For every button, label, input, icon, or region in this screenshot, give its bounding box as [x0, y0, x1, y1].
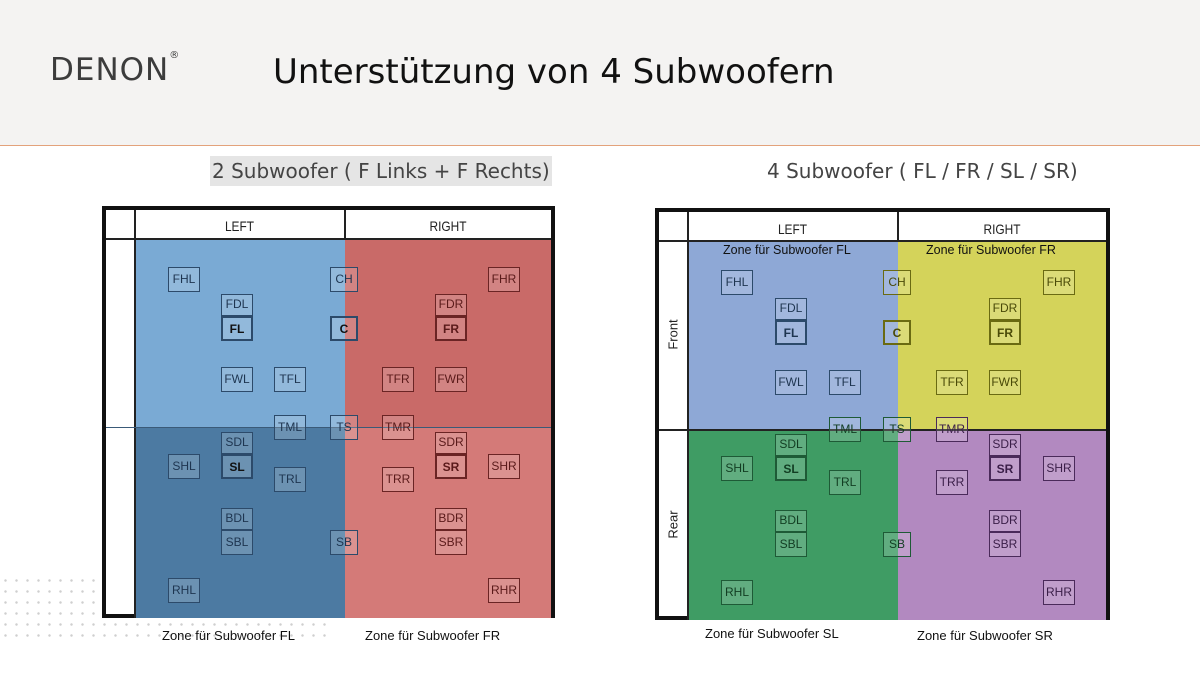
zone-fl: [688, 240, 898, 430]
speaker-FWL: FWL: [775, 370, 807, 395]
denon-logo: DENON®: [50, 50, 181, 88]
speaker-TFR: TFR: [382, 367, 414, 392]
speaker-SDR: SDR: [989, 434, 1021, 456]
speaker-SB: SB: [330, 530, 358, 555]
speaker-SHR: SHR: [1043, 456, 1075, 481]
speaker-SDL: SDL: [775, 434, 807, 456]
right-header: RIGHT: [983, 221, 1021, 237]
speaker-FHR: FHR: [488, 267, 520, 292]
speaker-RHL: RHL: [721, 580, 753, 605]
speaker-FDL: FDL: [775, 298, 807, 320]
speaker-SL: SL: [775, 456, 807, 481]
speaker-SBL: SBL: [775, 532, 807, 557]
header-bar: DENON® Unterstützung von 4 Subwoofern: [0, 0, 1200, 146]
diagram1-zone-label-fl: Zone für Subwoofer FL: [162, 628, 295, 643]
speaker-TMR: TMR: [936, 417, 968, 442]
right-header: RIGHT: [429, 218, 467, 234]
zone-front-right: [345, 238, 551, 428]
speaker-FDL: FDL: [221, 294, 253, 316]
front-label: Front: [665, 319, 681, 350]
speaker-SHL: SHL: [721, 456, 753, 481]
diagram2-zone-label-sr: Zone für Subwoofer SR: [917, 628, 1053, 643]
speaker-SBR: SBR: [435, 530, 467, 555]
zone-label-fr: Zone für Subwoofer FR: [926, 243, 1056, 257]
speaker-C: C: [330, 316, 358, 341]
speaker-layout-2-subwoofer: LEFT RIGHT FHL CH FHR FDL FDR FL C FR FW…: [102, 206, 555, 618]
speaker-FR: FR: [989, 320, 1021, 345]
speaker-RHL: RHL: [168, 578, 200, 603]
speaker-TRR: TRR: [382, 467, 414, 492]
speaker-FWL: FWL: [221, 367, 253, 392]
speaker-TS: TS: [883, 417, 911, 442]
speaker-CH: CH: [330, 267, 358, 292]
header-divider: [106, 238, 551, 240]
speaker-FR: FR: [435, 316, 467, 341]
speaker-SB: SB: [883, 532, 911, 557]
speaker-FWR: FWR: [435, 367, 467, 392]
speaker-FDR: FDR: [989, 298, 1021, 320]
zone-front-left: [135, 238, 345, 428]
diagram1-subtitle: 2 Subwoofer ( F Links + F Rechts): [210, 156, 552, 186]
speaker-TRL: TRL: [274, 467, 306, 492]
zone-fr: [898, 240, 1106, 430]
center-divider: [897, 212, 899, 240]
zone-rear-left: [135, 428, 345, 618]
speaker-TMR: TMR: [382, 415, 414, 440]
speaker-SR: SR: [435, 454, 467, 479]
diagram1-zone-label-fr: Zone für Subwoofer FR: [365, 628, 501, 643]
speaker-layout-4-subwoofer: LEFT RIGHT Front Rear Zone für Subwoofer…: [655, 208, 1110, 620]
speaker-BDR: BDR: [989, 510, 1021, 532]
left-header: LEFT: [224, 218, 255, 234]
speaker-TRL: TRL: [829, 470, 861, 495]
speaker-TFL: TFL: [829, 370, 861, 395]
zone-label-fl: Zone für Subwoofer FL: [723, 243, 851, 257]
speaker-FHL: FHL: [168, 267, 200, 292]
speaker-SR: SR: [989, 456, 1021, 481]
speaker-FHL: FHL: [721, 270, 753, 295]
speaker-TFL: TFL: [274, 367, 306, 392]
zone-sl: [688, 430, 898, 620]
speaker-BDR: BDR: [435, 508, 467, 530]
speaker-SBL: SBL: [221, 530, 253, 555]
speaker-FL: FL: [775, 320, 807, 345]
speaker-C: C: [883, 320, 911, 345]
speaker-SHR: SHR: [488, 454, 520, 479]
speaker-BDL: BDL: [775, 510, 807, 532]
speaker-FWR: FWR: [989, 370, 1021, 395]
speaker-SDR: SDR: [435, 432, 467, 454]
speaker-FHR: FHR: [1043, 270, 1075, 295]
speaker-TML: TML: [274, 415, 306, 440]
left-column-divider: [687, 212, 689, 620]
rear-label: Rear: [665, 510, 681, 539]
speaker-SHL: SHL: [168, 454, 200, 479]
zone-sr: [898, 430, 1106, 620]
speaker-FDR: FDR: [435, 294, 467, 316]
left-header: LEFT: [777, 221, 808, 237]
speaker-SBR: SBR: [989, 532, 1021, 557]
front-rear-divider: [106, 427, 551, 428]
page-title: Unterstützung von 4 Subwoofern: [273, 52, 835, 92]
header-divider: [659, 240, 1106, 242]
speaker-CH: CH: [883, 270, 911, 295]
speaker-RHR: RHR: [488, 578, 520, 603]
speaker-TML: TML: [829, 417, 861, 442]
speaker-TS: TS: [330, 415, 358, 440]
speaker-FL: FL: [221, 316, 253, 341]
left-column-divider: [134, 210, 136, 618]
speaker-SDL: SDL: [221, 432, 253, 454]
speaker-SL: SL: [221, 454, 253, 479]
speaker-BDL: BDL: [221, 508, 253, 530]
diagram2-subtitle: 4 Subwoofer ( FL / FR / SL / SR): [767, 159, 1078, 183]
speaker-RHR: RHR: [1043, 580, 1075, 605]
speaker-TFR: TFR: [936, 370, 968, 395]
zone-rear-right: [345, 428, 551, 618]
front-rear-divider: [659, 429, 1106, 431]
speaker-TRR: TRR: [936, 470, 968, 495]
diagram2-zone-label-sl: Zone für Subwoofer SL: [705, 626, 839, 641]
center-divider: [344, 210, 346, 238]
